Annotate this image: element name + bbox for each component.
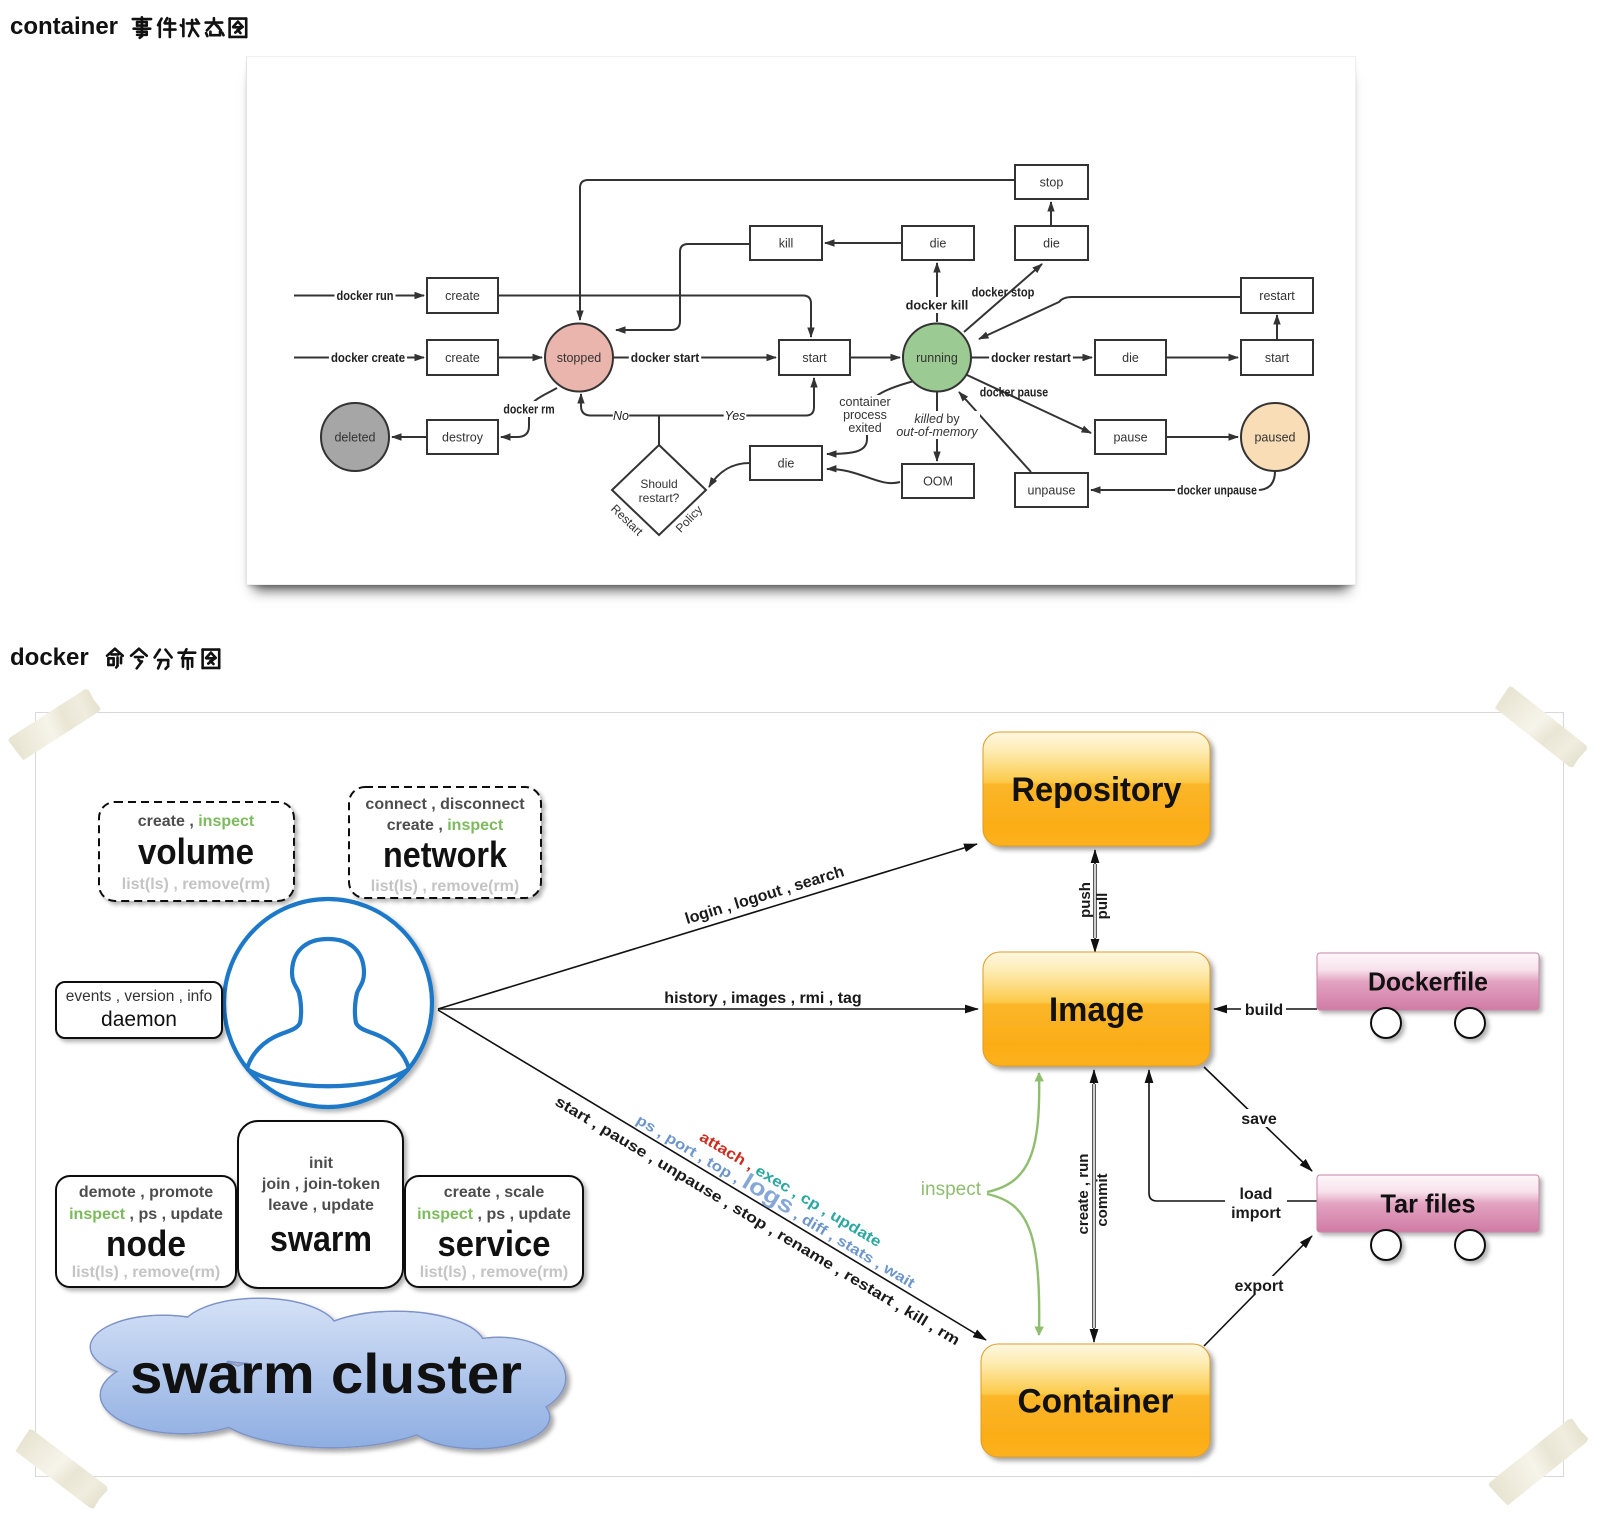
svg-text:service: service (438, 1223, 551, 1264)
svg-text:Container: Container (1018, 1383, 1174, 1421)
svg-text:docker rm: docker rm (503, 403, 554, 417)
svg-text:docker start: docker start (631, 351, 700, 365)
svg-text:node: node (106, 1223, 186, 1264)
svg-text:die: die (1043, 237, 1060, 251)
svg-text:load: load (1240, 1186, 1273, 1203)
svg-text:container: container (839, 395, 890, 409)
svg-text:docker pause: docker pause (980, 386, 1048, 400)
svg-text:list(ls) , remove(rm): list(ls) , remove(rm) (371, 878, 519, 895)
svg-text:docker unpause: docker unpause (1177, 484, 1257, 498)
svg-text:create , inspect: create , inspect (387, 817, 504, 834)
svg-text:network: network (383, 834, 508, 875)
svg-text:start , pause , unpause , stop: start , pause , unpause , stop , rename … (552, 1093, 963, 1349)
svg-text:kill: kill (779, 237, 794, 251)
svg-text:docker create: docker create (331, 351, 405, 365)
svg-text:create , inspect: create , inspect (138, 813, 255, 830)
svg-text:out-of-memory: out-of-memory (896, 425, 978, 439)
svg-text:import: import (1231, 1205, 1281, 1222)
svg-text:Should: Should (640, 477, 677, 491)
svg-text:swarm cluster: swarm cluster (130, 1342, 522, 1405)
svg-text:inspect , ps , update: inspect , ps , update (69, 1206, 223, 1223)
svg-text:Yes: Yes (725, 409, 746, 423)
svg-text:exited: exited (848, 421, 881, 435)
svg-text:Dockerfile: Dockerfile (1368, 967, 1488, 997)
svg-text:list(ls) , remove(rm): list(ls) , remove(rm) (420, 1264, 568, 1281)
svg-text:demote , promote: demote , promote (79, 1184, 213, 1201)
svg-text:restart: restart (1259, 289, 1295, 303)
svg-text:init: init (309, 1155, 334, 1172)
svg-text:restart?: restart? (639, 491, 680, 505)
svg-text:Repository: Repository (1012, 771, 1182, 809)
svg-text:stopped: stopped (557, 351, 602, 365)
svg-text:OOM: OOM (923, 475, 953, 489)
svg-text:unpause: unpause (1028, 484, 1076, 498)
svg-text:docker run: docker run (337, 289, 394, 303)
svg-text:Tar files: Tar files (1381, 1189, 1476, 1219)
svg-text:list(ls) , remove(rm): list(ls) , remove(rm) (122, 876, 270, 893)
svg-text:commit: commit (1094, 1173, 1111, 1226)
svg-text:Image: Image (1049, 991, 1144, 1029)
svg-text:destroy: destroy (442, 431, 484, 445)
svg-text:export: export (1235, 1278, 1285, 1295)
svg-text:inspect: inspect (921, 1179, 982, 1200)
svg-text:create: create (445, 351, 480, 365)
svg-text:daemon: daemon (101, 1008, 177, 1031)
svg-text:connect , disconnect: connect , disconnect (365, 796, 525, 813)
svg-text:start: start (1265, 351, 1290, 365)
svg-text:inspect , ps , update: inspect , ps , update (417, 1206, 571, 1223)
svg-text:docker stop: docker stop (972, 286, 1035, 300)
svg-text:pull: pull (1094, 893, 1111, 920)
svg-text:create , run: create , run (1075, 1154, 1092, 1235)
svg-text:history , images , rmi , tag: history , images , rmi , tag (664, 990, 861, 1007)
svg-text:process: process (843, 408, 887, 422)
svg-text:killed by: killed by (914, 412, 960, 426)
svg-text:save: save (1241, 1111, 1277, 1128)
svg-text:running: running (916, 351, 958, 365)
svg-text:create , scale: create , scale (444, 1184, 545, 1201)
svg-text:push: push (1077, 882, 1094, 918)
svg-text:events , version , info: events , version , info (66, 988, 212, 1005)
svg-text:volume: volume (138, 831, 254, 872)
svg-text:docker kill: docker kill (906, 299, 969, 313)
svg-text:docker restart: docker restart (991, 351, 1072, 365)
svg-text:No: No (613, 409, 629, 423)
svg-text:leave , update: leave , update (268, 1197, 374, 1214)
svg-text:paused: paused (1254, 431, 1295, 445)
svg-text:start: start (802, 351, 827, 365)
svg-text:die: die (930, 237, 947, 251)
svg-text:deleted: deleted (334, 431, 375, 445)
svg-text:build: build (1245, 1002, 1283, 1019)
svg-text:swarm: swarm (270, 1218, 372, 1259)
svg-text:ps , port , top , logs , diff: ps , port , top , logs , diff , stats , … (633, 1105, 923, 1293)
svg-text:create: create (445, 289, 480, 303)
svg-text:join , join-token: join , join-token (261, 1176, 380, 1193)
svg-text:die: die (778, 457, 795, 471)
svg-text:stop: stop (1040, 176, 1064, 190)
svg-text:pause: pause (1113, 431, 1147, 445)
svg-text:die: die (1122, 351, 1139, 365)
svg-text:list(ls) , remove(rm): list(ls) , remove(rm) (72, 1264, 220, 1281)
svg-text:login , logout , search: login , logout , search (683, 863, 846, 928)
